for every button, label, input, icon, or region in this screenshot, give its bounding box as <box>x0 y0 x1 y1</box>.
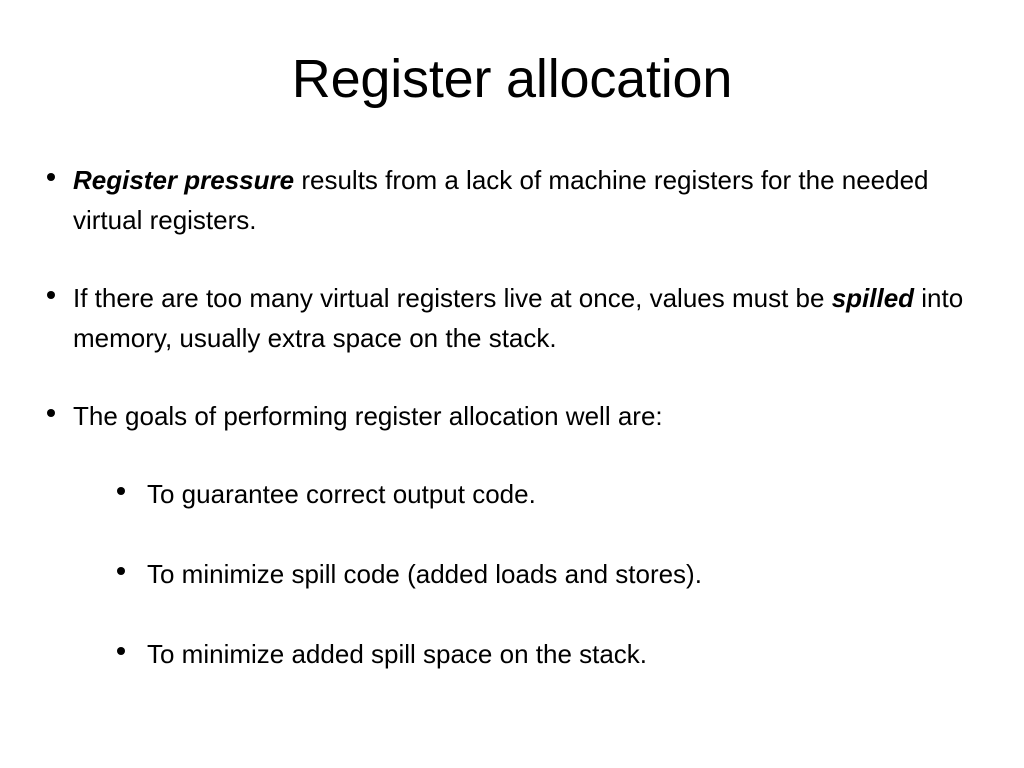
bullet-text-run: results from a lack of machine registers… <box>73 165 929 235</box>
bullet-emphasis: spilled <box>831 283 915 313</box>
bullet-dot-icon <box>47 173 55 181</box>
sub-bullet-list: To guarantee correct output code. To min… <box>0 474 1024 674</box>
bullet-emphasis: Register pressure <box>73 165 295 195</box>
bullet-text: The goals of performing register allocat… <box>73 401 663 431</box>
bullet-dot-icon <box>117 647 125 655</box>
bullet-text-run: into memory, usually extra space on the … <box>73 283 964 353</box>
slide-body: Register pressure results from a lack of… <box>0 160 1024 714</box>
sub-bullet-item: To guarantee correct output code. <box>0 474 1024 514</box>
bullet-item: The goals of performing register allocat… <box>0 396 1024 436</box>
bullet-text: Register pressure results from a lack of… <box>73 160 966 240</box>
bullet-text: If there are too many virtual registers … <box>73 278 966 358</box>
sub-bullet-item: To minimize spill code (added loads and … <box>0 554 1024 594</box>
bullet-dot-icon <box>47 409 55 417</box>
bullet-dot-icon <box>47 291 55 299</box>
bullet-item: If there are too many virtual registers … <box>0 278 1024 358</box>
sub-bullet-text: To guarantee correct output code. <box>147 479 536 509</box>
bullet-text-run: If there are too many virtual registers … <box>73 283 832 313</box>
bullet-dot-icon <box>117 487 125 495</box>
bullet-item: Register pressure results from a lack of… <box>0 160 1024 240</box>
page-title: Register allocation <box>291 49 733 109</box>
sub-bullet-text: To minimize added spill space on the sta… <box>147 639 648 669</box>
sub-bullet-item: To minimize added spill space on the sta… <box>0 634 1024 674</box>
sub-bullet-text: To minimize spill code (added loads and … <box>147 559 702 589</box>
bullet-dot-icon <box>117 567 125 575</box>
